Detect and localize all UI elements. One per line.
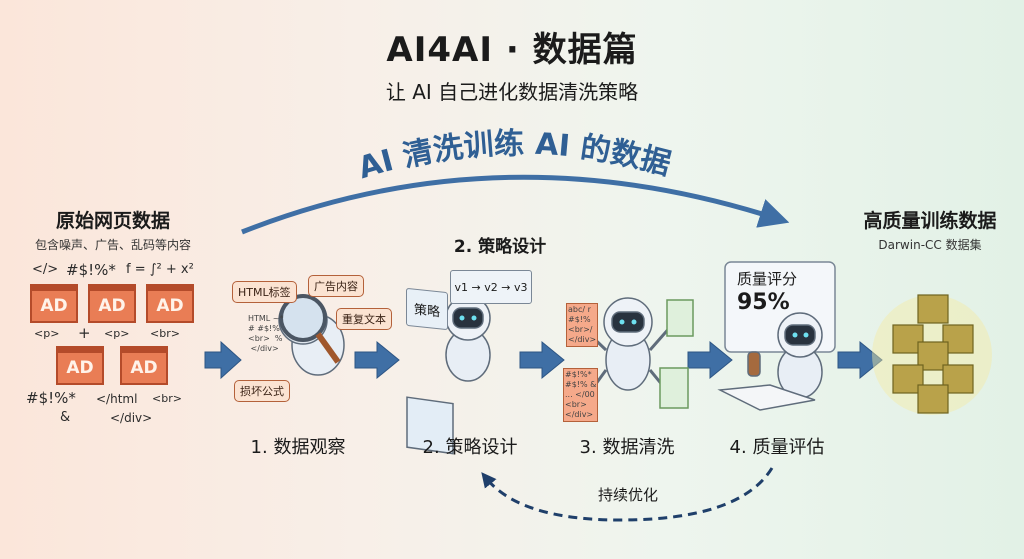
ad-block: AD (56, 346, 104, 385)
output-title: 高质量训练数据 (863, 210, 997, 232)
noise-symbol: & (60, 410, 71, 425)
score-label: 质量评分 (737, 270, 798, 288)
noise-symbol: </> (32, 262, 59, 277)
robot-clean (583, 297, 694, 409)
step-strategy: 2. 策略设计 (422, 437, 518, 458)
noise-symbol: f = ∫² + x² (126, 262, 194, 277)
loop-label: 持续优化 (597, 486, 659, 504)
bubble-ads: 广告内容 (308, 275, 364, 297)
noise-symbol: <br> (152, 392, 182, 405)
robot-strategy (406, 295, 491, 455)
dirty-snippet: #$!%* #$!% & ... </00 <br> </div> (563, 368, 599, 422)
step-clean: 3. 数据清洗 (579, 437, 675, 458)
ad-block: AD (88, 284, 136, 323)
flow-arrow-5 (837, 340, 883, 380)
step-observe: 1. 数据观察 (250, 437, 346, 458)
loop-arrow (481, 467, 774, 522)
noise-symbol: + (78, 324, 91, 342)
version-panel: v1 → v2 → v3 (450, 270, 532, 304)
input-title: 原始网页数据 (55, 210, 171, 232)
noise-symbol: <p> (104, 327, 130, 340)
robot-observe (278, 294, 345, 376)
noise-symbol: #$!%* (66, 261, 116, 279)
dirty-snippet: abc/ r #$!% <br>/ </div> (566, 303, 599, 347)
step-evaluate: 4. 质量评估 (729, 437, 825, 458)
strategy-card: 策略 (406, 287, 448, 331)
ad-block: AD (120, 346, 168, 385)
strategy-top-label: 2. 策略设计 (453, 237, 547, 257)
flow-arrow-1 (204, 340, 242, 380)
code-snippet: HTML ~* # #$!% <br> % </div> (248, 314, 284, 353)
flow-arrow-3 (519, 340, 565, 380)
score-value: 95% (737, 290, 790, 315)
flow-arrow-2 (354, 340, 400, 380)
flow-arrow-4 (687, 340, 733, 380)
bubble-html-tags: HTML标签 (232, 281, 297, 303)
noise-symbol: <p> (34, 327, 60, 340)
main-arc-arrow (241, 174, 790, 235)
noise-symbol: </div> (110, 411, 153, 425)
cube-stack (872, 294, 992, 415)
page-title: AI4AI · 数据篇 (386, 30, 638, 70)
noise-symbol: <br> (150, 327, 180, 340)
bubble-duplicate-text: 重复文本 (336, 308, 392, 330)
page-subtitle: 让 AI 自己进化数据清洗策略 (385, 80, 639, 104)
ad-block: AD (30, 284, 78, 323)
noise-symbol: </html (96, 392, 138, 406)
robot-evaluate (717, 261, 836, 411)
bubble-broken-formula: 损坏公式 (234, 380, 290, 402)
input-subtitle: 包含噪声、广告、乱码等内容 (34, 238, 192, 252)
output-subtitle: Darwin-CC 数据集 (878, 238, 982, 252)
noise-symbol: #$!%* (26, 389, 76, 407)
ad-block: AD (146, 284, 194, 323)
